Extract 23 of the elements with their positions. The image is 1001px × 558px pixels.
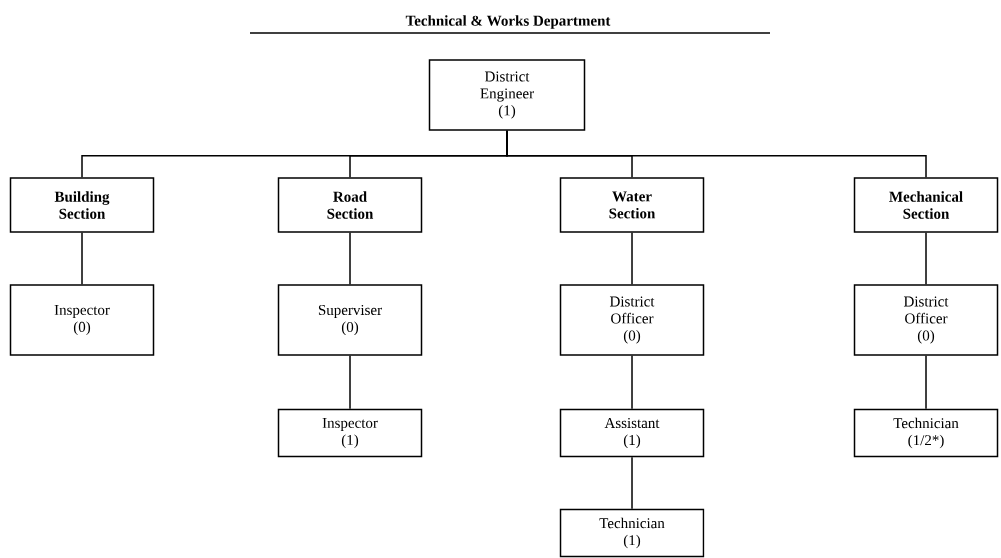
position-box: Assistant (1) xyxy=(559,408,705,458)
connector-line xyxy=(81,232,83,285)
connector-line xyxy=(349,232,351,285)
connector-line xyxy=(631,355,633,410)
position-box: District Officer (0) xyxy=(853,284,999,356)
connector-line xyxy=(631,232,633,285)
connector-line xyxy=(506,130,927,178)
position-box: Technician (1) xyxy=(559,508,705,558)
title: Technical & Works Department xyxy=(405,15,611,29)
position-box: District Engineer (1) xyxy=(428,59,586,131)
connector-line xyxy=(925,232,927,285)
connector-line xyxy=(631,456,633,510)
section-box: Mechanical Section xyxy=(853,177,999,233)
section-box: Building Section xyxy=(9,177,155,233)
position-box: Technician (1/2*) xyxy=(853,408,999,458)
connector-line xyxy=(925,355,927,410)
position-box: District Officer (0) xyxy=(559,284,705,356)
position-box: Inspector (1) xyxy=(277,408,423,458)
section-box: Water Section xyxy=(559,177,705,233)
section-box: Road Section xyxy=(277,177,423,233)
position-box: Superviser (0) xyxy=(277,284,423,356)
position-box: Inspector (0) xyxy=(9,284,155,356)
connector-line xyxy=(349,355,351,410)
